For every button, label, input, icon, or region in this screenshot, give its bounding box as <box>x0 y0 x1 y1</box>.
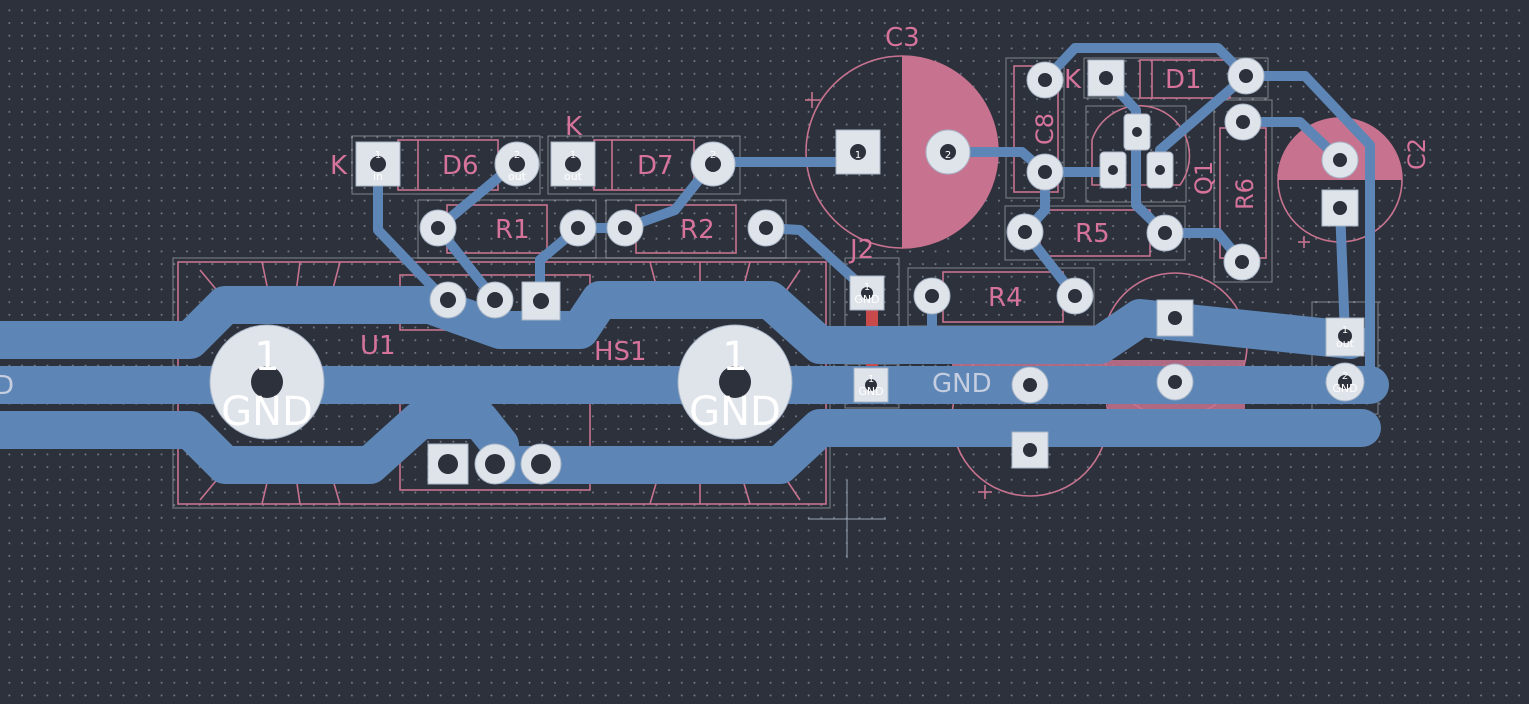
pad-net: GND <box>1332 382 1357 395</box>
mount-hole-number: 1 <box>254 334 279 380</box>
pad-number: 2 <box>710 150 716 161</box>
ref-r2: R2 <box>680 215 715 245</box>
ref-u1: U1 <box>360 331 396 361</box>
ref-r1: R1 <box>495 215 530 245</box>
pad-net: out <box>1336 337 1355 350</box>
mount-hole-net: GND <box>689 389 781 435</box>
ref-c2: C2 <box>1403 138 1431 170</box>
mount-hole-net: GND <box>221 389 313 435</box>
ref-r5: R5 <box>1075 219 1110 249</box>
ref-k3: K <box>1064 65 1082 95</box>
reference-designators[interactable]: C3 D6 D7 R1 R2 J2 U1 HS1 R4 R5 D1 K K K … <box>330 23 1431 367</box>
ref-d1: D1 <box>1165 65 1202 95</box>
pad-net: GND <box>858 385 883 398</box>
ref-d7: D7 <box>637 151 674 181</box>
ref-k2: K <box>565 112 583 142</box>
pad-number: 2 <box>514 150 520 161</box>
ref-d6: D6 <box>442 151 479 181</box>
mount-hole-number: 1 <box>722 334 747 380</box>
ref-c3: C3 <box>885 23 920 53</box>
pads[interactable] <box>209 57 1365 485</box>
pad-number: 1 <box>1342 325 1348 336</box>
pad-net: out <box>508 170 527 183</box>
pad-net: out <box>564 170 583 183</box>
pad-number: 1 <box>570 150 576 161</box>
pad-number: 2 <box>945 150 951 161</box>
track-net-label-left: D <box>0 371 14 401</box>
pad-number: 1 <box>868 374 874 385</box>
track-net-label: GND <box>932 369 992 399</box>
ref-r4: R4 <box>988 283 1023 313</box>
pad-net: in <box>373 170 383 183</box>
pad-q-bottom-1[interactable] <box>427 443 469 485</box>
pad-j2-2[interactable] <box>853 367 889 403</box>
pad-labels: 1 in 2 out 1 out 2 1 2 1 GND 1 GND 1 out… <box>0 150 1358 435</box>
ref-k1: K <box>330 151 348 181</box>
ref-j2: J2 <box>848 235 874 265</box>
pad-number: 1 <box>375 150 381 161</box>
ref-hs1: HS1 <box>594 337 647 367</box>
pad-number: 2 <box>1342 371 1348 382</box>
pad-number: 1 <box>855 150 861 161</box>
pad-net: GND <box>854 293 879 306</box>
ref-q1: Q1 <box>1190 161 1218 195</box>
ref-r6: R6 <box>1231 178 1259 210</box>
ref-c8: C8 <box>1031 113 1059 145</box>
pad-number: 1 <box>864 282 870 293</box>
